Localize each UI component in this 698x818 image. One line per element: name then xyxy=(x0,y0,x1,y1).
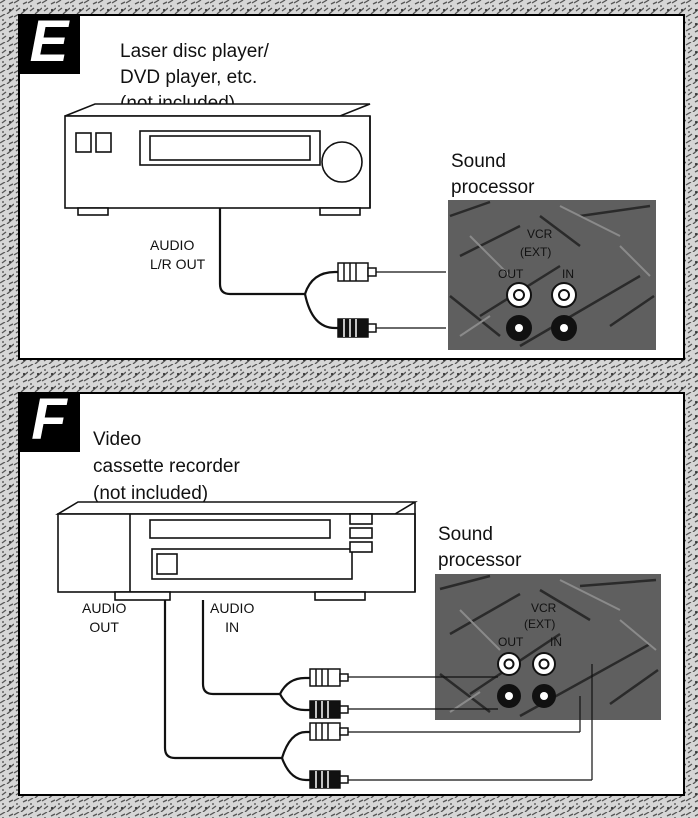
panel-f-drawing: VCR (EXT) OUT IN xyxy=(55,501,661,789)
audio-jack-red-out xyxy=(497,684,521,708)
rca-plug-white xyxy=(337,262,446,282)
audio-out-cable xyxy=(163,600,310,782)
audio-jack-white-out xyxy=(506,282,532,308)
in-port-label: IN xyxy=(550,635,562,649)
ext-port-label: (EXT) xyxy=(524,617,555,631)
audio-jack-red-in xyxy=(532,684,556,708)
processor-label-line-1: Sound xyxy=(438,524,493,545)
audio-in-cable xyxy=(201,600,310,712)
vcr-port-label: VCR xyxy=(531,601,557,615)
rca-plug-white-out xyxy=(309,696,581,741)
device-label-line-2: DVD player, etc. xyxy=(120,67,258,88)
out-port-label: OUT xyxy=(498,635,524,649)
panel-f-letter: F xyxy=(31,387,67,452)
sound-processor-panel: VCR (EXT) OUT IN xyxy=(448,200,656,350)
rca-plug-white-in xyxy=(309,668,498,687)
processor-label-line-1: Sound xyxy=(451,151,506,172)
rca-plug-red-in xyxy=(309,700,498,719)
audio-in-label: AUDIO IN xyxy=(210,600,255,635)
rca-plug-red xyxy=(337,318,446,338)
vcr-illustration xyxy=(55,501,418,601)
audio-jack-red-out xyxy=(506,315,532,341)
device-label-line-2: cassette recorder xyxy=(93,456,240,477)
panel-f-letter-tab: F xyxy=(18,388,80,452)
sound-processor-panel: VCR (EXT) OUT IN xyxy=(435,574,661,720)
device-label-line-1: Video xyxy=(93,429,142,450)
audio-jack-white-in xyxy=(551,282,577,308)
ext-port-label: (EXT) xyxy=(520,245,551,259)
processor-label-line-2: processor xyxy=(438,550,522,571)
panel-f: F Video cassette recorder (not included)… xyxy=(18,388,685,796)
panel-e-drawing: VCR (EXT) OUT IN xyxy=(64,103,656,350)
audio-out-label: AUDIO OUT xyxy=(82,600,127,635)
vcr-port-label: VCR xyxy=(527,227,553,241)
rca-plug-red-out xyxy=(309,664,593,789)
device-label-line-3: (not included) xyxy=(93,483,209,504)
audio-jack-white-in xyxy=(532,652,556,676)
device-label-line-1: Laser disc player/ xyxy=(120,41,269,62)
audio-cable xyxy=(218,208,338,330)
panel-e: E Laser disc player/ DVD player, etc. (n… xyxy=(18,10,685,360)
audio-lr-out-label: AUDIO L/R OUT xyxy=(150,237,206,272)
audio-jack-white-out xyxy=(497,652,521,676)
disc-player-illustration xyxy=(64,103,371,216)
panel-e-letter: E xyxy=(29,9,69,74)
processor-label-line-2: processor xyxy=(451,177,535,198)
in-port-label: IN xyxy=(562,267,574,281)
audio-jack-red-in xyxy=(551,315,577,341)
panel-e-letter-tab: E xyxy=(18,10,80,74)
out-port-label: OUT xyxy=(498,267,524,281)
